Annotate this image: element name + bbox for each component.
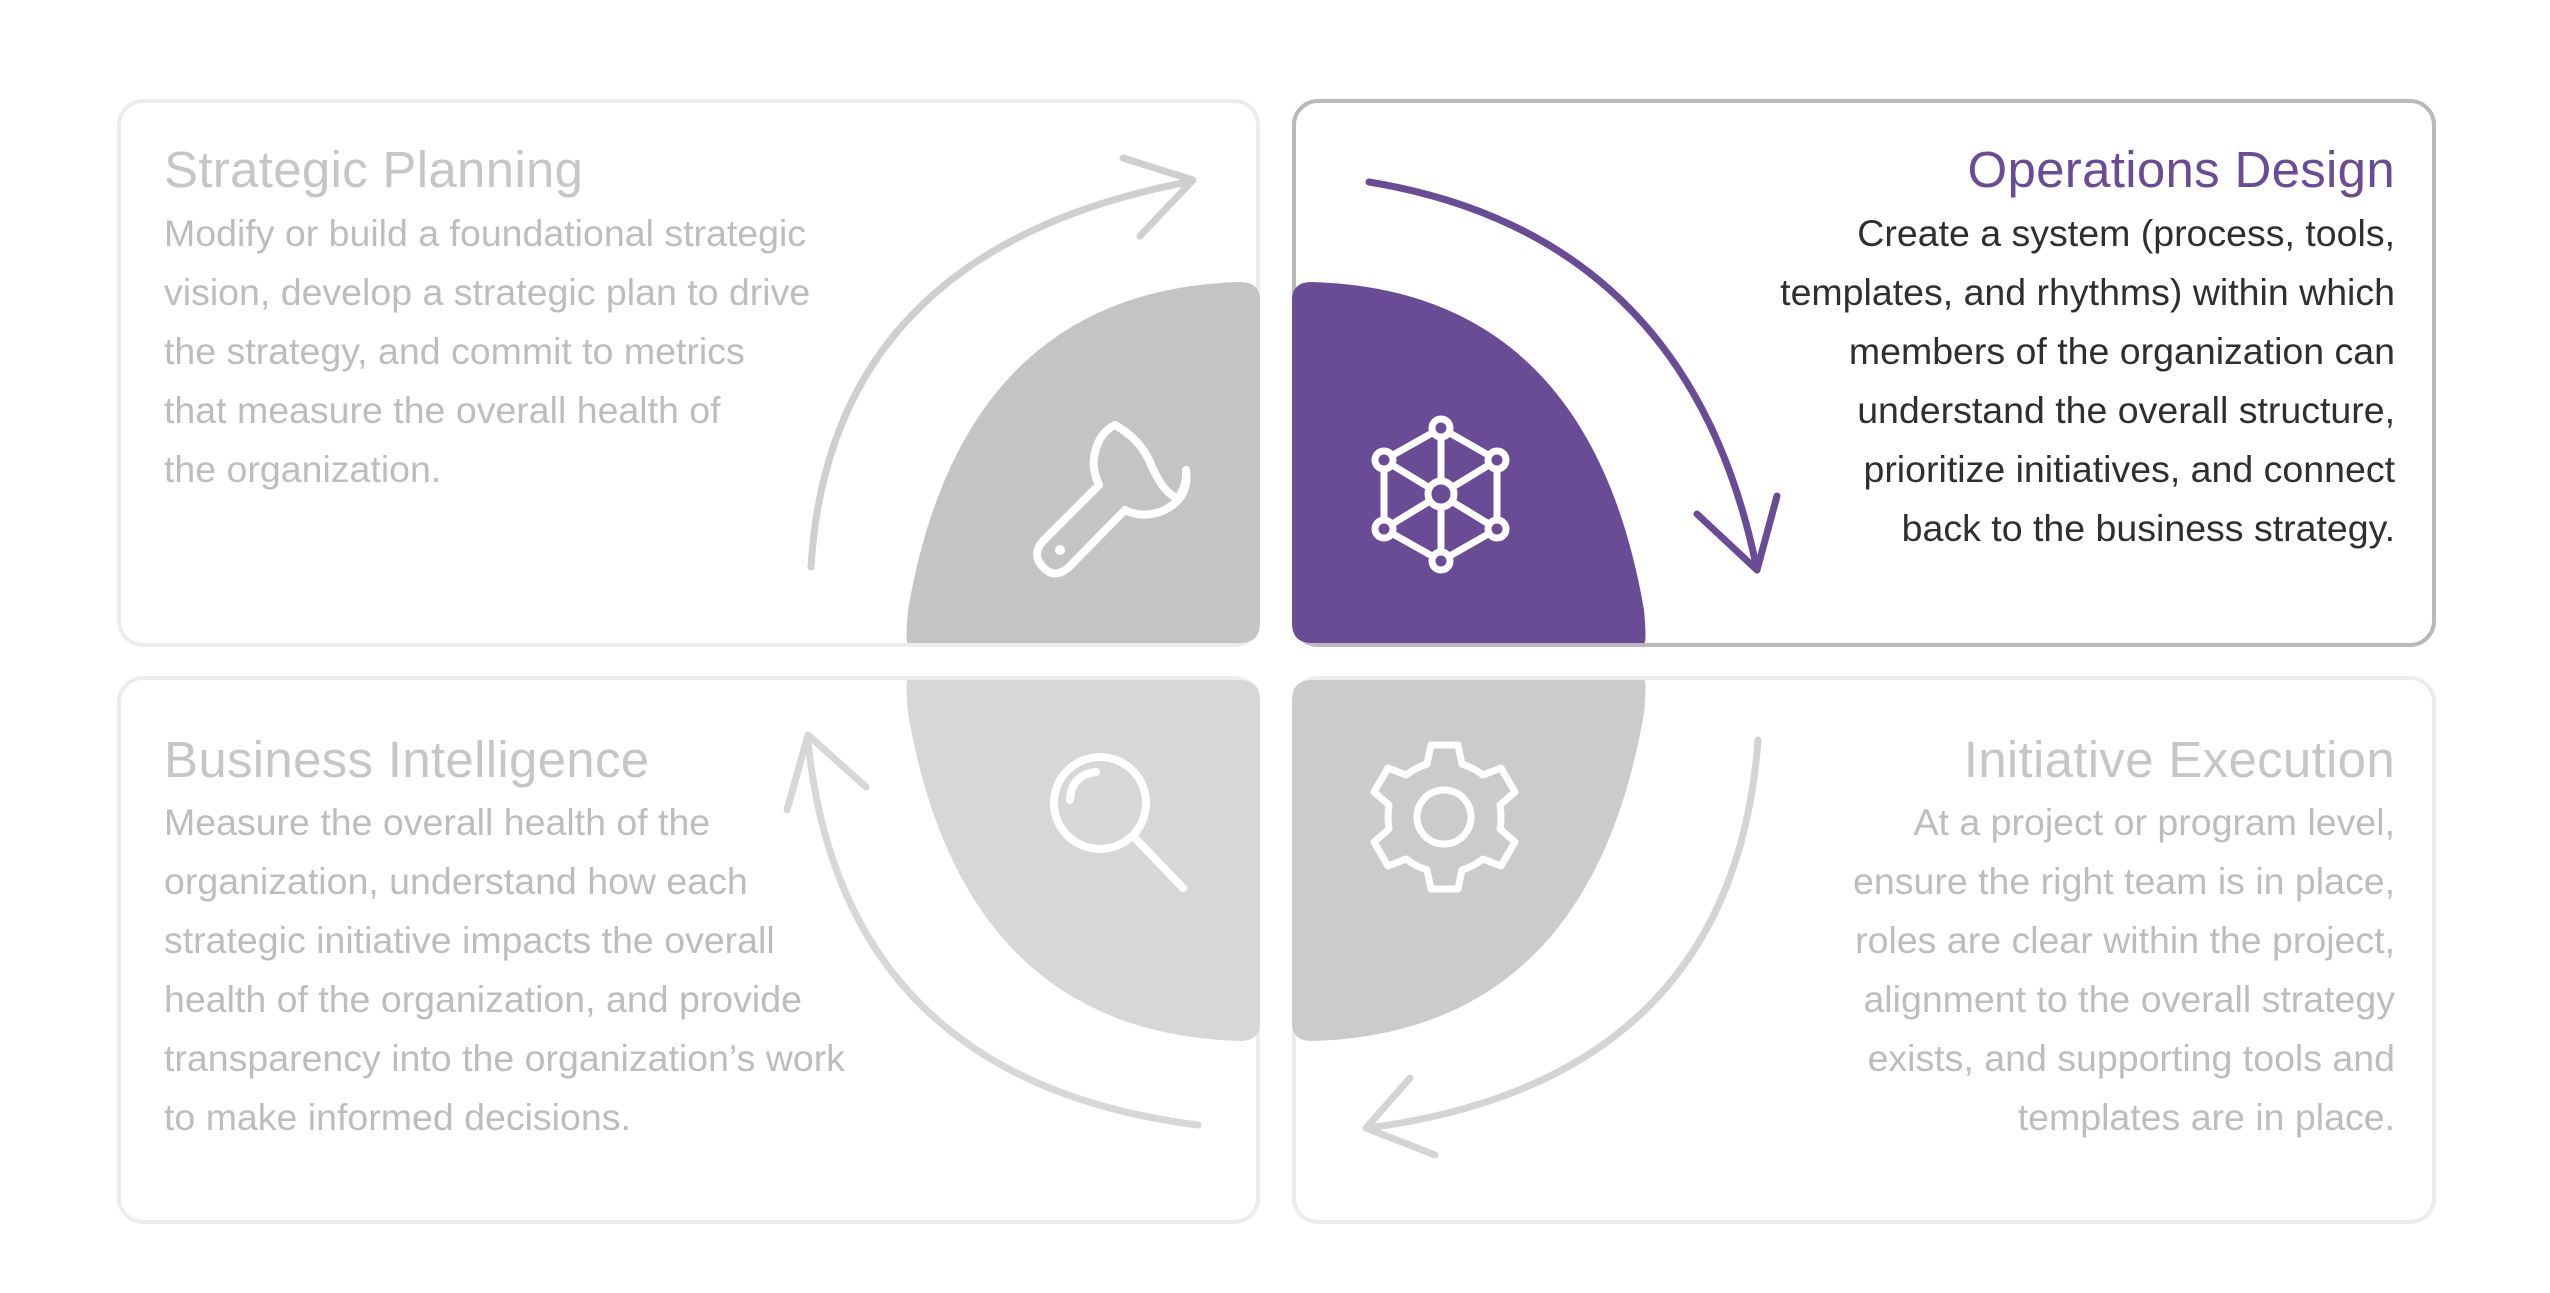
cycle-arrowhead-bottom-left xyxy=(783,731,870,814)
description-line: templates are in place. xyxy=(2017,1096,2395,1138)
wrench-icon xyxy=(1033,421,1191,578)
cycle-arrow-top-right xyxy=(1365,178,1761,574)
description-line: health of the organization, and provide xyxy=(164,978,802,1020)
cycle-arrowhead-bottom-right xyxy=(1362,1074,1439,1159)
description-line: Create a system (process, tools, xyxy=(1857,212,2395,254)
description-line: back to the business strategy. xyxy=(1901,507,2395,549)
gear-icon xyxy=(1370,741,1519,893)
description-line: templates, and rhythms) within which xyxy=(1780,271,2395,313)
business-intelligence-petal xyxy=(906,680,1260,1041)
description-line: At a project or program level, xyxy=(1913,801,2395,843)
operations-design-title: Operations Design xyxy=(1967,141,2395,198)
operations-design-description: Create a system (process, tools, templat… xyxy=(1780,204,2395,558)
initiative-execution-petal xyxy=(1292,680,1646,1041)
strategic-planning-title: Strategic Planning xyxy=(164,141,584,198)
description-line: ensure the right team is in place, xyxy=(1853,860,2395,902)
description-line: roles are clear within the project, xyxy=(1855,919,2395,961)
initiative-execution-title: Initiative Execution xyxy=(1963,731,2395,788)
description-line: to make informed decisions. xyxy=(164,1096,631,1138)
cycle-arrow-bottom-right xyxy=(1364,736,1762,1132)
description-line: that measure the overall health of xyxy=(164,389,721,431)
network-icon xyxy=(1371,415,1510,574)
description-line: Modify or build a foundational strategic xyxy=(164,212,807,254)
cycle-arrowhead-top-right xyxy=(1693,492,1781,574)
cycle-arrowhead-top-left xyxy=(1119,154,1197,240)
strategic-planning-description: Modify or build a foundational strategic… xyxy=(164,204,810,499)
description-line: alignment to the overall strategy xyxy=(1863,978,2395,1020)
description-line: organization, understand how each xyxy=(164,860,748,902)
description-line: members of the organization can xyxy=(1848,330,2395,372)
cycle-arrow-top-left xyxy=(807,178,1192,571)
description-line: strategic initiative impacts the overall xyxy=(164,919,775,961)
magnifier-icon xyxy=(1050,753,1187,892)
description-line: exists, and supporting tools and xyxy=(1867,1037,2395,1079)
description-line: the strategy, and commit to metrics xyxy=(164,330,745,372)
business-intelligence-title: Business Intelligence xyxy=(164,731,650,788)
operations-design-petal xyxy=(1292,282,1646,643)
description-line: Measure the overall health of the xyxy=(164,801,711,843)
description-line: the organization. xyxy=(164,448,442,490)
strategic-planning-petal xyxy=(906,282,1260,643)
description-line: understand the overall structure, xyxy=(1857,389,2395,431)
description-line: prioritize initiatives, and connect xyxy=(1863,448,2395,490)
business-intelligence-description: Measure the overall health of the organi… xyxy=(164,793,845,1147)
initiative-execution-description: At a project or program level, ensure th… xyxy=(1853,793,2395,1147)
description-line: vision, develop a strategic plan to driv… xyxy=(164,271,811,313)
description-line: transparency into the organization’s wor… xyxy=(164,1037,845,1079)
cycle-arrow-bottom-left xyxy=(804,738,1202,1129)
